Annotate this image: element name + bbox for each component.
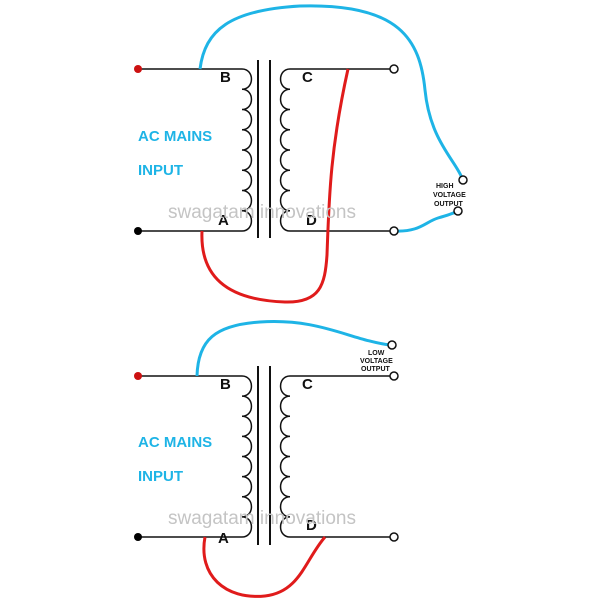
output-label: OUTPUT [434, 201, 464, 208]
secondary-coil [279, 68, 291, 232]
watermark-bottom: swagatam innovations [168, 508, 356, 529]
output-label: OUTPUT [361, 366, 391, 373]
low-label: LOW [368, 350, 385, 357]
output-terminal-d [389, 532, 399, 542]
blue-output-wire [394, 209, 459, 233]
red-jumper-wire [202, 536, 327, 598]
terminal-a-label: A [218, 530, 229, 547]
blue-jumper-wire [198, 4, 464, 179]
top-diagram: B A C D AC MAINS INPUT HIGH VOLTAGE OUTP… [134, 4, 468, 304]
bottom-diagram: B A C D AC MAINS INPUT LOW VOLTAGE OUTPU… [134, 320, 399, 598]
ac-mains-label: AC MAINS [138, 128, 212, 145]
output-terminal-d [389, 226, 399, 236]
neutral-input-dot [134, 533, 142, 541]
blue-output-wire [195, 320, 391, 377]
watermark-top: swagatam innovations [168, 202, 356, 223]
voltage-label: VOLTAGE [433, 192, 466, 199]
terminal-d-label: D [306, 517, 317, 534]
secondary-coil [279, 375, 291, 538]
terminal-c-label: C [302, 69, 313, 86]
live-input-dot [134, 372, 142, 380]
high-voltage-terminal-bottom [453, 206, 463, 216]
terminal-d-label: D [306, 212, 317, 229]
voltage-label: VOLTAGE [360, 358, 393, 365]
red-jumper-wire [200, 68, 350, 304]
primary-coil [241, 375, 253, 538]
high-voltage-terminal-top [458, 175, 468, 185]
high-label: HIGH [436, 183, 454, 190]
terminal-a-label: A [218, 212, 229, 229]
input-label: INPUT [138, 468, 183, 485]
primary-coil [241, 68, 253, 232]
live-input-dot [134, 65, 142, 73]
terminal-c-label: C [302, 376, 313, 393]
neutral-input-dot [134, 227, 142, 235]
input-label: INPUT [138, 162, 183, 179]
ac-mains-label: AC MAINS [138, 434, 212, 451]
terminal-b-label: B [220, 376, 231, 393]
output-terminal-c [389, 371, 399, 381]
low-voltage-terminal [387, 340, 397, 350]
terminal-b-label: B [220, 69, 231, 86]
output-terminal-c [389, 64, 399, 74]
